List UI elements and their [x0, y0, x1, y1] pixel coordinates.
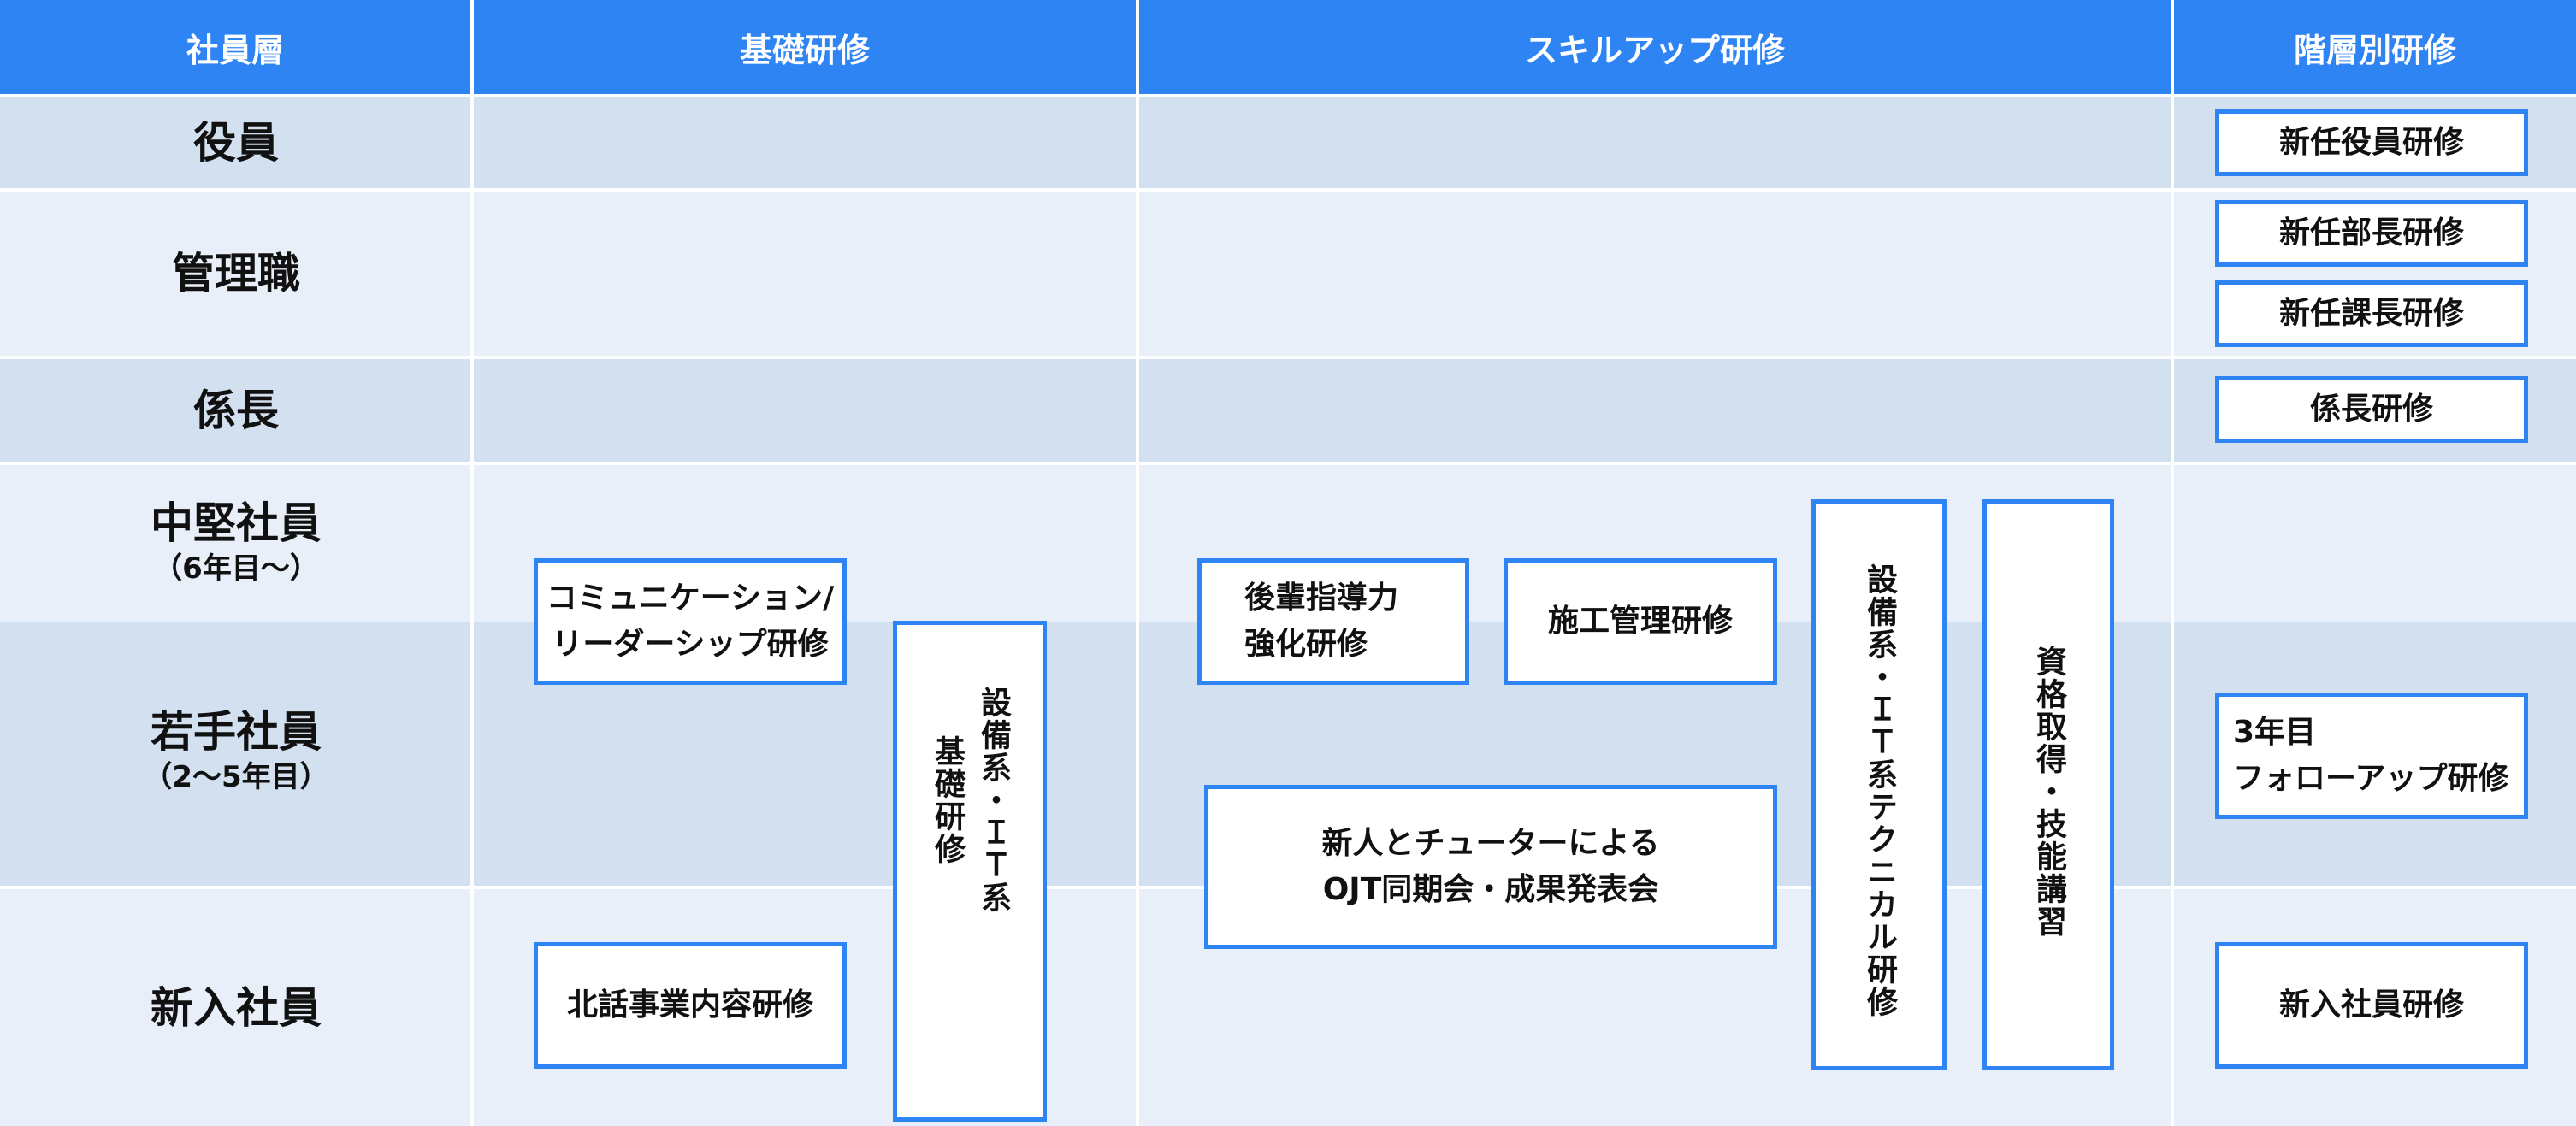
training-newhire: 新入社員研修 — [2215, 942, 2528, 1069]
level-manager-label: 管理職 — [172, 249, 300, 298]
column-divider — [1136, 0, 1139, 1126]
row-manager — [0, 190, 2576, 357]
level-officer-label: 役員 — [193, 118, 279, 168]
level-midlevel: 中堅社員 （6年目～） — [0, 465, 472, 622]
training-equipment-it-technical: 設備系・ＩＴ系テクニカル研修 — [1811, 499, 1947, 1070]
level-young-note: （2～5年目） — [143, 760, 329, 795]
training-ojt-meeting: 新人とチューターによる OJT同期会・成果発表会 — [1204, 785, 1777, 949]
row-officer — [0, 94, 2576, 190]
level-young-label: 若手社員 — [151, 707, 322, 758]
column-divider — [470, 0, 474, 1126]
level-manager: 管理職 — [0, 192, 472, 356]
row-chief — [0, 357, 2576, 463]
header-rank: 階層別研修 — [2174, 0, 2576, 94]
training-qualification: 資格取得・技能講習 — [1982, 499, 2114, 1070]
header-level: 社員層 — [0, 0, 470, 94]
header-skillup: スキルアップ研修 — [1139, 0, 2171, 94]
training-new-director: 新任部長研修 — [2215, 200, 2528, 267]
row-divider — [0, 94, 2576, 97]
training-new-section-chief: 新任課長研修 — [2215, 280, 2528, 347]
training-company-business: 北話事業内容研修 — [534, 942, 847, 1069]
level-newhire-label: 新入社員 — [151, 982, 322, 1033]
level-midlevel-note: （6年目～） — [153, 551, 319, 587]
level-chief-label: 係長 — [193, 386, 279, 435]
training-new-officer: 新任役員研修 — [2215, 109, 2528, 176]
training-junior-guidance: 後輩指導力 強化研修 — [1197, 558, 1469, 685]
header-basic: 基礎研修 — [474, 0, 1136, 94]
training-equipment-it-basic: 設備系・ＩＴ系 基礎研修 — [893, 621, 1047, 1122]
row-divider — [0, 356, 2576, 359]
level-newhire: 新入社員 — [0, 889, 472, 1126]
training-communication: コミュニケーション/ リーダーシップ研修 — [534, 558, 847, 685]
training-construction-mgmt: 施工管理研修 — [1504, 558, 1777, 685]
level-chief: 係長 — [0, 359, 472, 462]
column-divider — [2171, 0, 2174, 1126]
level-officer: 役員 — [0, 96, 472, 190]
level-young: 若手社員 （2～5年目） — [0, 675, 472, 829]
row-divider — [0, 188, 2576, 192]
level-midlevel-label: 中堅社員 — [151, 498, 322, 549]
row-divider — [0, 462, 2576, 465]
training-third-year-followup: 3年目 フォローアップ研修 — [2215, 693, 2528, 819]
training-chief: 係長研修 — [2215, 376, 2528, 443]
